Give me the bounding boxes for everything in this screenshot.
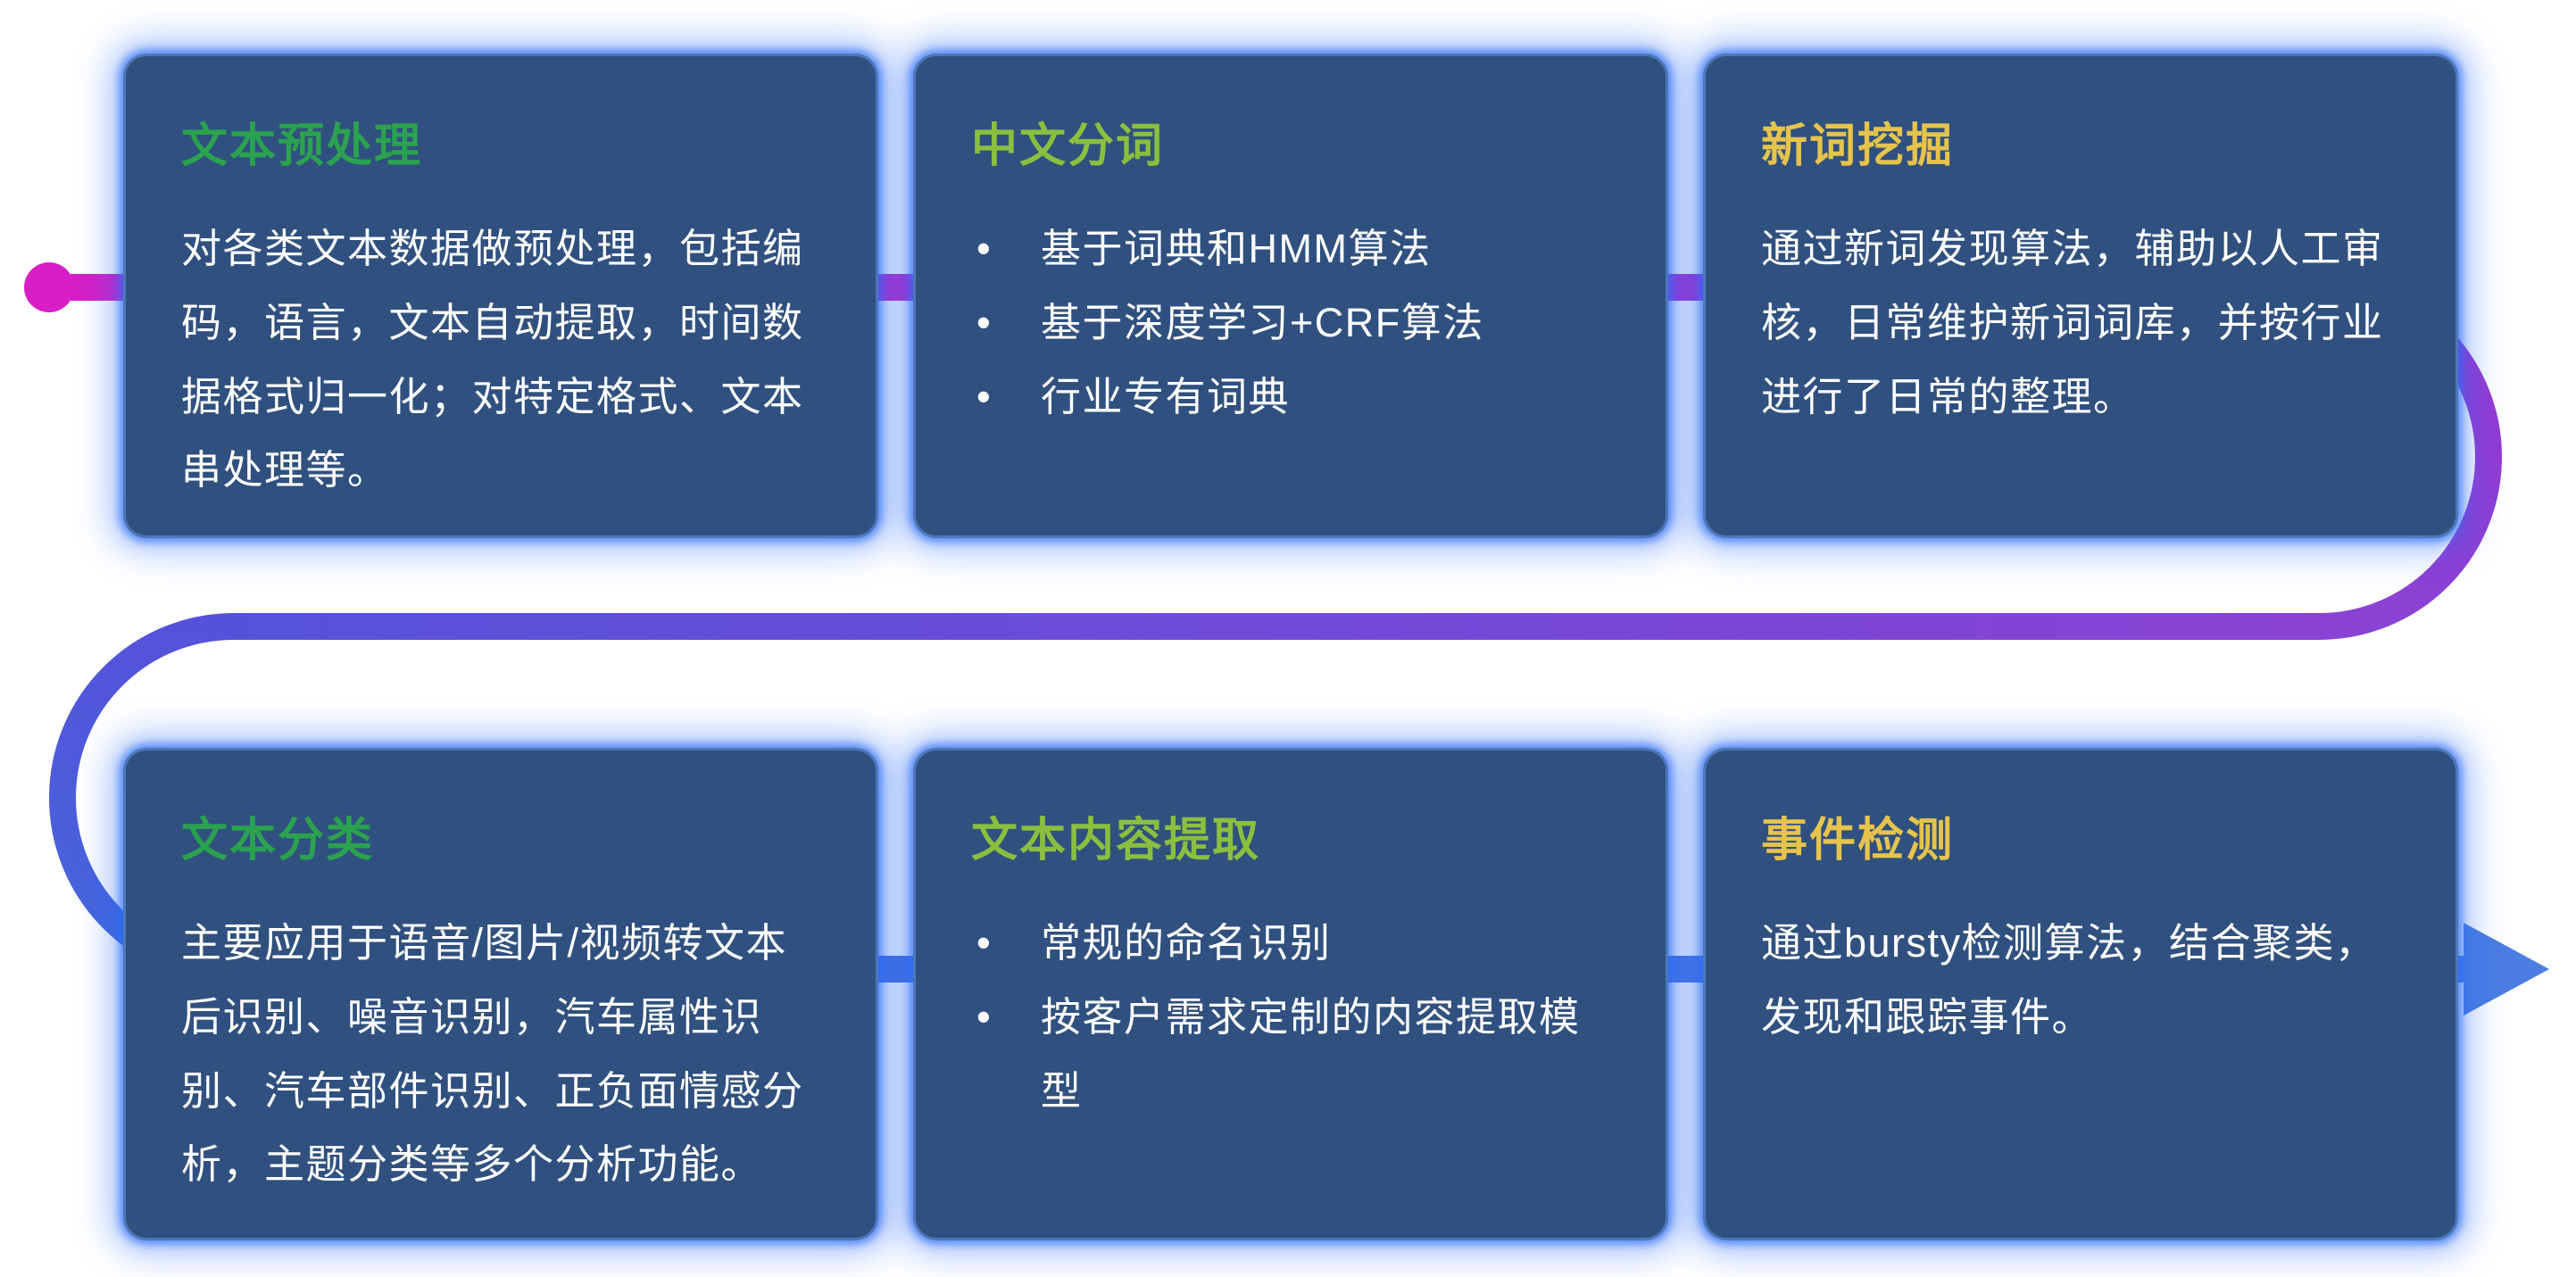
bullet-icon: • (976, 993, 993, 1040)
card-title: 文本内容提取 (971, 815, 1261, 867)
card-event-detection: 事件检测 通过bursty检测算法，结合聚类，发现和跟踪事件。 (1703, 748, 2458, 1240)
card-bullet-list: • 常规的命名识别 • 按客户需求定制的内容提取模型 (971, 907, 1616, 1128)
bullet-item: • 基于词典和HMM算法 (971, 212, 1616, 286)
flow-arrow-icon (2464, 923, 2549, 1016)
bullet-text: 按客户需求定制的内容提取模型 (1041, 993, 1581, 1114)
card-title: 新词挖掘 (1761, 120, 1955, 172)
card-bullet-list: • 基于词典和HMM算法 • 基于深度学习+CRF算法 • 行业专有词典 (971, 212, 1616, 434)
card-body: 通过bursty检测算法，结合聚类，发现和跟踪事件。 (1761, 920, 2377, 1040)
flow-start-dot (24, 262, 74, 312)
bullet-item: • 常规的命名识别 (971, 907, 1616, 981)
card-text-preprocessing: 文本预处理 对各类文本数据做预处理，包括编码，语言，文本自动提取，时间数据格式归… (123, 54, 878, 538)
card-text-classification: 文本分类 主要应用于语音/图片/视频转文本后识别、噪音识别，汽车属性识别、汽车部… (123, 748, 878, 1240)
bullet-item: • 行业专有词典 (971, 361, 1616, 435)
card-chinese-word-segmentation: 中文分词 • 基于词典和HMM算法 • 基于深度学习+CRF算法 • 行业专有词… (913, 54, 1668, 538)
card-title: 中文分词 (971, 120, 1165, 172)
card-title: 事件检测 (1761, 815, 1955, 867)
card-text-content-extraction: 文本内容提取 • 常规的命名识别 • 按客户需求定制的内容提取模型 (913, 748, 1668, 1240)
bullet-icon: • (976, 226, 993, 271)
bullet-item: • 基于深度学习+CRF算法 (971, 286, 1616, 361)
bullet-text: 行业专有词典 (1041, 373, 1291, 419)
card-body: 对各类文本数据做预处理，包括编码，语言，文本自动提取，时间数据格式归一化；对特定… (181, 226, 804, 493)
card-title: 文本预处理 (181, 120, 423, 172)
bullet-icon: • (976, 299, 993, 345)
bullet-icon: • (976, 373, 993, 419)
card-body: 通过新词发现算法，辅助以人工审核，日常维护新词词库，并按行业进行了日常的整理。 (1761, 226, 2384, 419)
card-title: 文本分类 (181, 815, 375, 867)
card-body: 主要应用于语音/图片/视频转文本后识别、噪音识别，汽车属性识别、汽车部件识别、正… (181, 920, 804, 1188)
bullet-icon: • (976, 920, 993, 966)
card-new-word-mining: 新词挖掘 通过新词发现算法，辅助以人工审核，日常维护新词词库，并按行业进行了日常… (1703, 54, 2458, 538)
bullet-text: 基于词典和HMM算法 (1041, 226, 1432, 271)
bullet-text: 常规的命名识别 (1041, 920, 1332, 966)
bullet-item: • 按客户需求定制的内容提取模型 (971, 981, 1616, 1129)
bullet-text: 基于深度学习+CRF算法 (1041, 299, 1484, 345)
